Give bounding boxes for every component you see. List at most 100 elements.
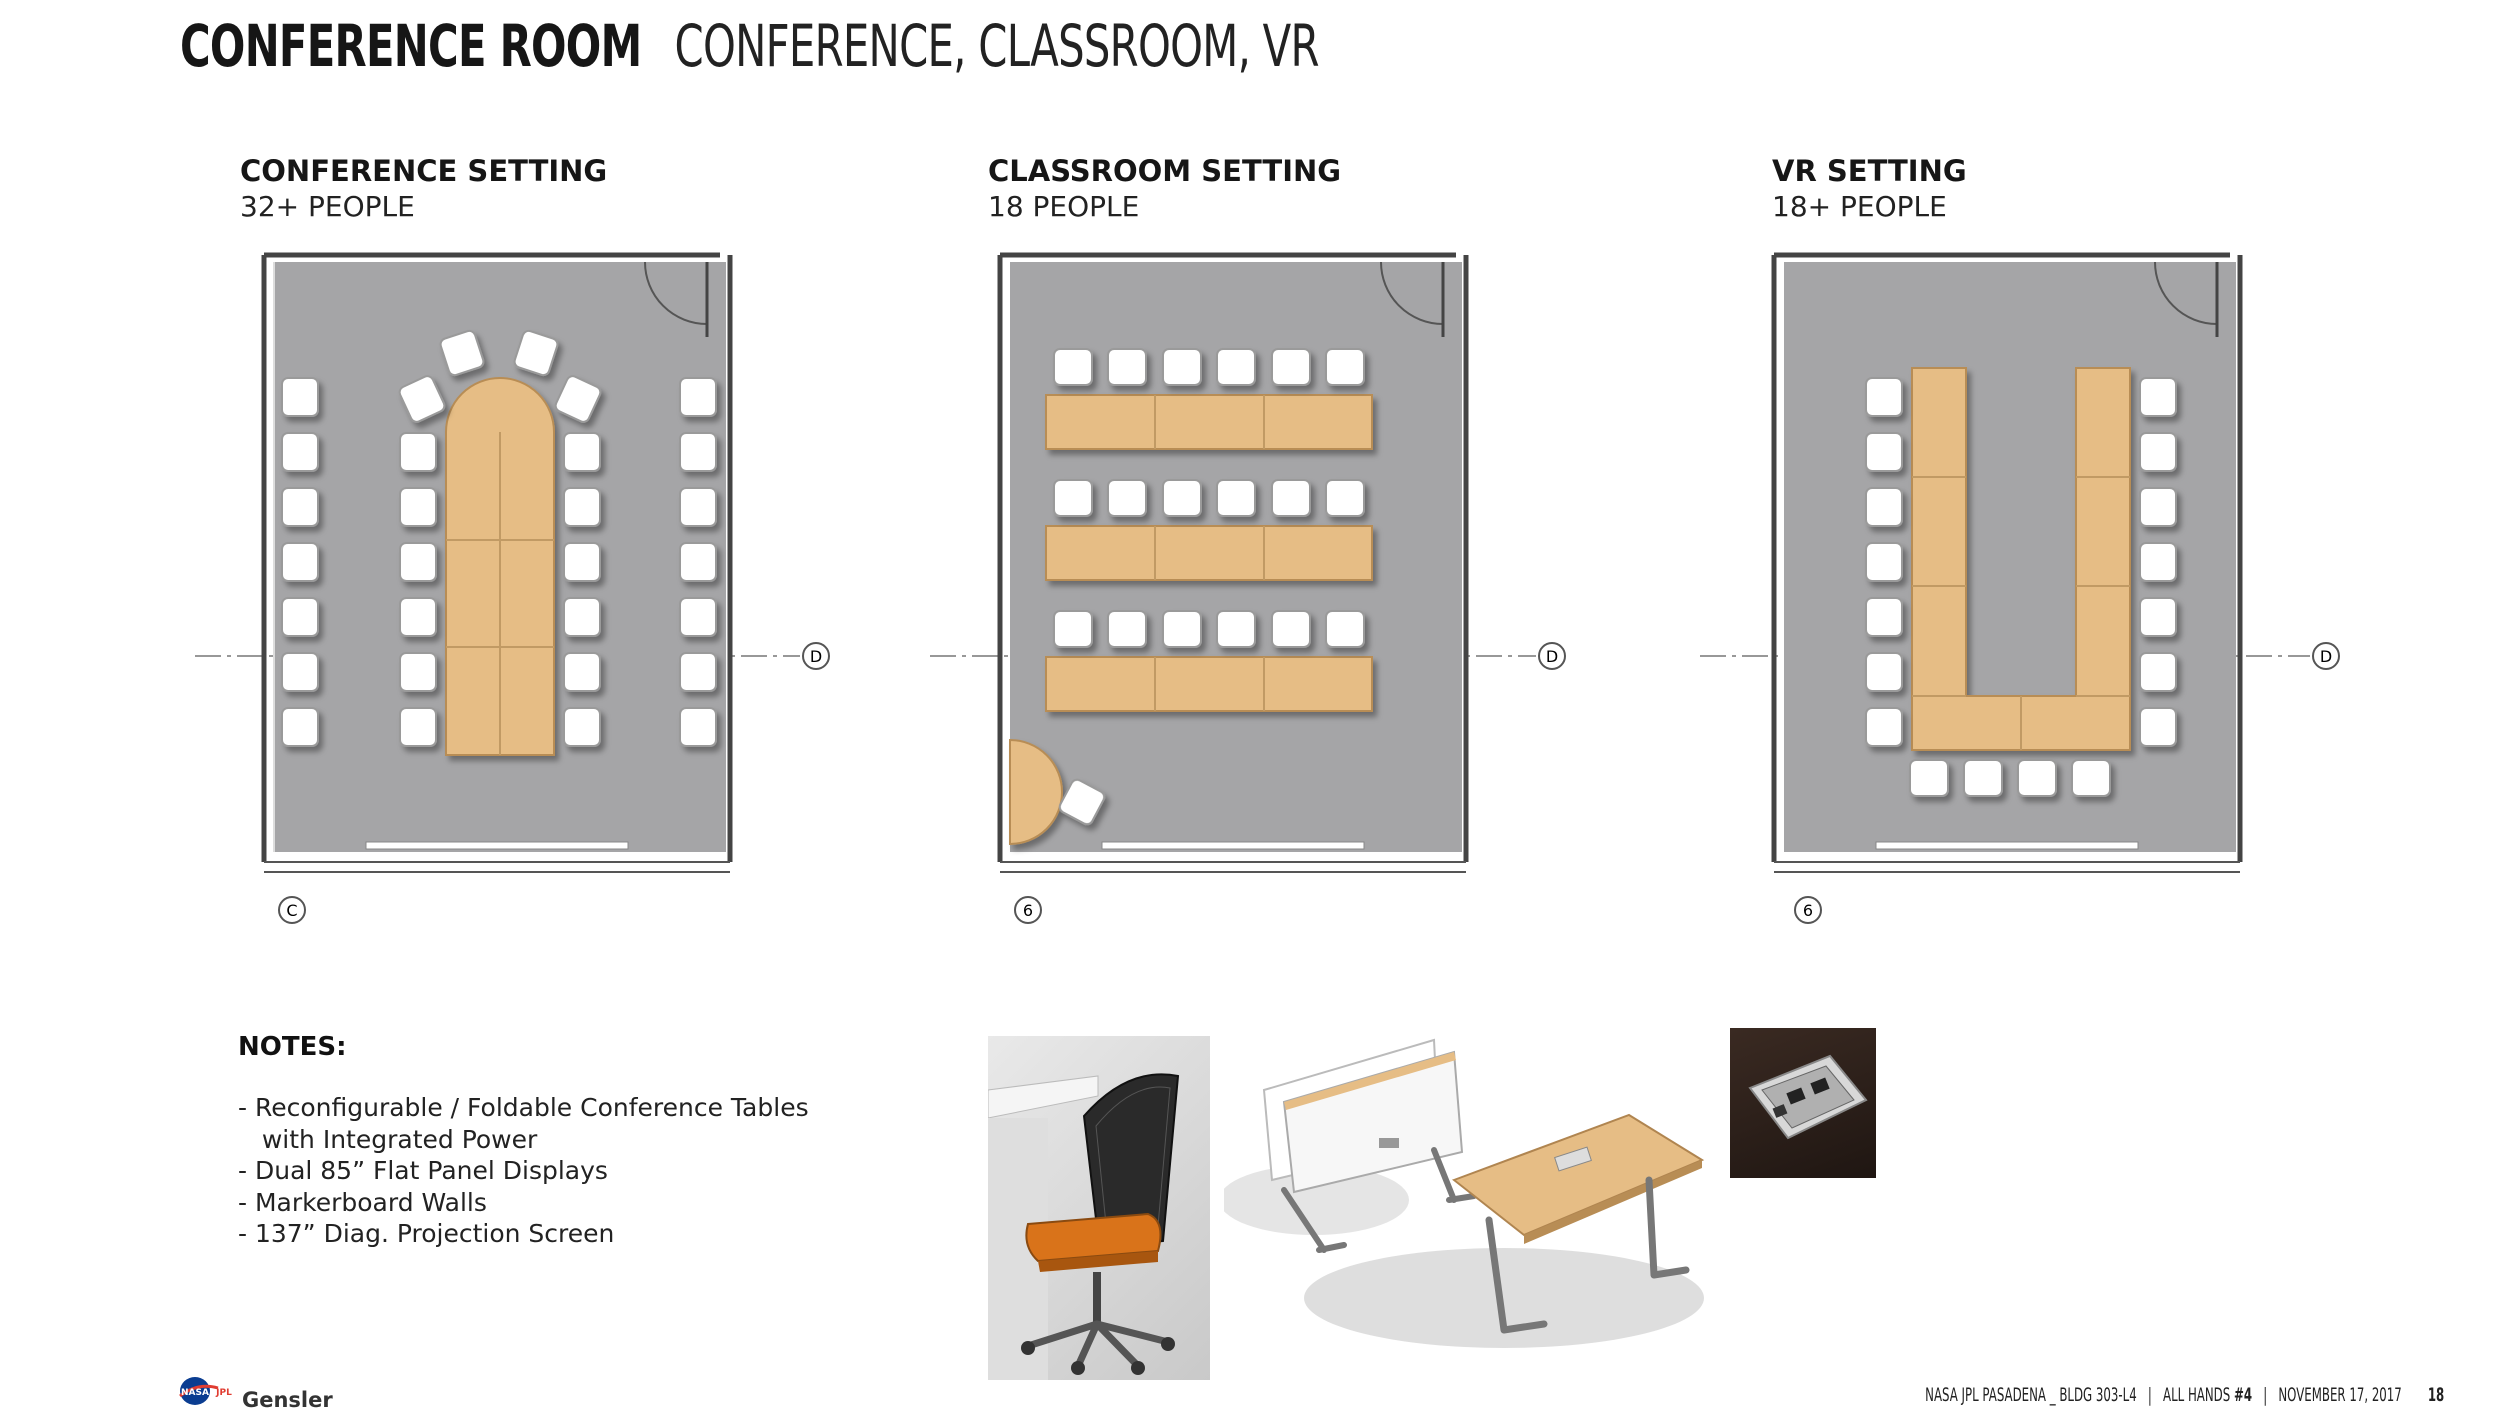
chair xyxy=(1053,479,1093,517)
door-swing xyxy=(644,261,708,325)
chair xyxy=(1865,597,1903,637)
nasa-logo-text: NASA xyxy=(181,1388,209,1398)
page-title-main: CONFERENCE ROOM xyxy=(180,12,642,80)
chair xyxy=(281,542,319,582)
nasa-logo: NASA JPL xyxy=(179,1377,232,1405)
classroom-table-row xyxy=(1045,525,1373,581)
projection-screen xyxy=(1875,841,2139,850)
chair xyxy=(1271,348,1311,386)
grid-label-d: D xyxy=(1546,647,1558,666)
chair xyxy=(1216,348,1256,386)
notes-item: - Reconfigurable / Foldable Conference T… xyxy=(238,1093,809,1122)
chair xyxy=(281,652,319,692)
chair xyxy=(1325,479,1365,517)
chair xyxy=(399,652,437,692)
footer-event-number: #4 xyxy=(2233,1384,2252,1406)
jpl-logo-text: JPL xyxy=(215,1388,232,1398)
chair xyxy=(399,542,437,582)
vr-setting-title: VR SETTING xyxy=(1772,154,1967,188)
chair xyxy=(679,487,717,527)
chair xyxy=(679,597,717,637)
chair xyxy=(1216,479,1256,517)
footer-project: NASA JPL PASADENA _ BLDG 303-L4 xyxy=(1924,1384,2137,1406)
chair xyxy=(1325,348,1365,386)
chair xyxy=(1107,479,1147,517)
chair xyxy=(439,329,485,377)
footer: NASA JPL PASADENA _ BLDG 303-L4 | ALL HAND… xyxy=(1925,1384,2444,1406)
chair xyxy=(1865,487,1903,527)
chair xyxy=(1107,348,1147,386)
door-swing xyxy=(2154,261,2218,325)
grid-label-6: 6 xyxy=(1803,901,1813,920)
chair xyxy=(2139,652,2177,692)
chair xyxy=(1909,759,1949,797)
chair xyxy=(1162,348,1202,386)
grid-label-d: D xyxy=(2320,647,2332,666)
chair-group xyxy=(281,329,717,747)
chair xyxy=(281,377,319,417)
chair xyxy=(554,375,602,423)
notes-item: - 137” Diag. Projection Screen xyxy=(238,1219,615,1248)
notes-list: - Reconfigurable / Foldable Conference T… xyxy=(238,1092,809,1250)
page-number: 18 xyxy=(2427,1384,2444,1406)
chair xyxy=(2071,759,2111,797)
chair xyxy=(399,707,437,747)
grid-label-d: D xyxy=(810,647,822,666)
chair xyxy=(281,487,319,527)
footer-separator: | xyxy=(2147,1384,2152,1406)
chair xyxy=(1865,652,1903,692)
chair xyxy=(1053,348,1093,386)
conference-setting-capacity: 32+ PEOPLE xyxy=(240,190,415,223)
footer-event: ALL HANDS xyxy=(2162,1384,2230,1406)
chair xyxy=(2139,487,2177,527)
grid-bubble-c xyxy=(278,896,306,924)
chair xyxy=(1865,707,1903,747)
chair xyxy=(1107,610,1147,648)
grid-bubble-6 xyxy=(1794,896,1822,924)
notes-item: with Integrated Power xyxy=(238,1124,538,1154)
chair xyxy=(1162,610,1202,648)
chair xyxy=(1865,432,1903,472)
chair xyxy=(398,375,446,423)
classroom-setting-title: CLASSROOM SETTING xyxy=(988,154,1342,188)
gensler-logo: Gensler xyxy=(242,1388,333,1412)
chair xyxy=(2017,759,2057,797)
vr-setting-capacity: 18+ PEOPLE xyxy=(1772,190,1947,223)
projection-screen xyxy=(1101,841,1365,850)
chair xyxy=(679,652,717,692)
chair xyxy=(563,597,601,637)
chair xyxy=(1865,377,1903,417)
chair xyxy=(281,597,319,637)
chair xyxy=(679,542,717,582)
chair xyxy=(679,377,717,417)
notes-item: - Dual 85” Flat Panel Displays xyxy=(238,1156,608,1185)
grid-label-c: C xyxy=(286,901,297,920)
notes-item: - Markerboard Walls xyxy=(238,1187,487,1217)
round-side-table xyxy=(1009,738,1064,846)
chair xyxy=(1865,542,1903,582)
footer-separator: | xyxy=(2262,1384,2267,1406)
folding-tables-photo xyxy=(1224,1030,1714,1382)
chair xyxy=(1216,610,1256,648)
office-chair-photo xyxy=(988,1036,1210,1380)
chair xyxy=(1963,759,2003,797)
classroom-table-row xyxy=(1045,656,1373,712)
notes-title: NOTES: xyxy=(238,1032,347,1062)
integrated-power-photo xyxy=(1730,1028,1876,1178)
grid-label-6: 6 xyxy=(1023,901,1033,920)
chair xyxy=(399,597,437,637)
chair xyxy=(2139,432,2177,472)
chair xyxy=(2139,377,2177,417)
chair xyxy=(281,707,319,747)
chair xyxy=(513,329,559,377)
footer-date: NOVEMBER 17, 2017 xyxy=(2278,1384,2402,1406)
grid-bubble-d xyxy=(2312,642,2340,670)
chair xyxy=(1058,778,1106,826)
chair xyxy=(1162,479,1202,517)
chair xyxy=(563,652,601,692)
chair xyxy=(2139,707,2177,747)
